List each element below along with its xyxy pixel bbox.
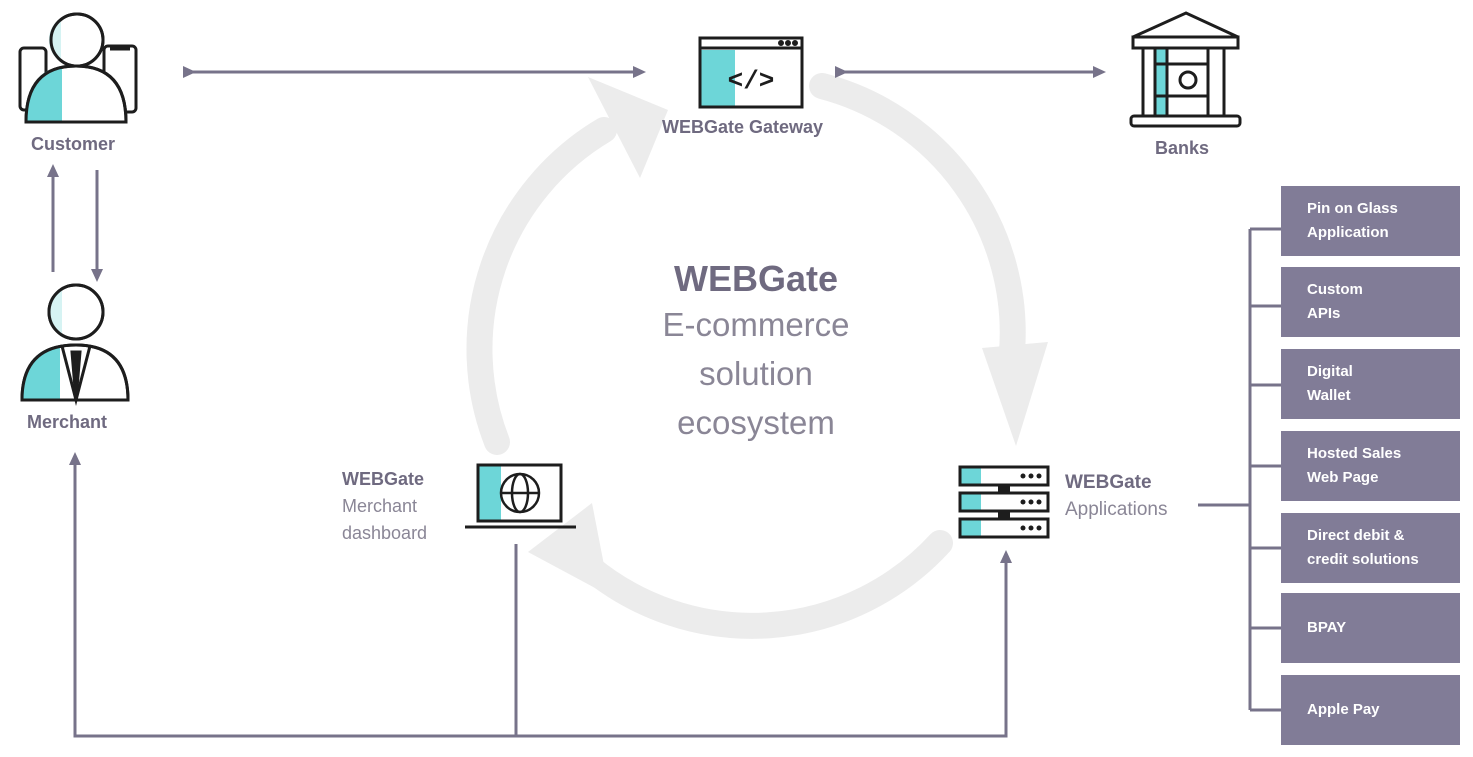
merchant-label: Merchant [27,412,108,432]
cycle-arrowheads [528,77,1048,596]
customer-devices-icon [18,12,138,124]
banks-label: Banks [1155,138,1210,158]
app-box-hosted-sales: Hosted Sales Web Page [1281,431,1460,501]
bank-building-icon [1129,11,1242,128]
center-title: WEBGate [673,258,839,299]
cycle-ring [466,73,1026,639]
laptop-globe-icon [465,463,576,529]
app-box-custom-apis: Custom APIs [1281,267,1460,337]
dashboard-label: WEBGate Merchant dashboard [342,466,427,547]
svg-text:</>: </> [728,66,775,96]
gateway-label: WEBGate Gateway [662,117,824,137]
app-box-apple-pay: Apple Pay [1281,675,1460,745]
dashboard-line2: dashboard [342,523,428,543]
center-text: WEBGate E-commerce solution ecosystem [606,258,906,447]
connectors [47,66,1281,738]
server-stack-icon [958,465,1050,539]
center-line-3: ecosystem [677,404,835,441]
merchant-person-icon [20,283,130,406]
applications-label: WEBGate Applications [1065,469,1167,523]
dashboard-line1: Merchant [342,496,418,516]
code-window-icon: </> [698,36,804,109]
app-box-digital-wallet: Digital Wallet [1281,349,1460,419]
center-line-1: E-commerce [662,306,850,343]
app-box-direct-debit: Direct debit & credit solutions [1281,513,1460,583]
customer-label: Customer [31,134,116,154]
applications-title: WEBGate [1065,472,1152,493]
app-box-bpay: BPAY [1281,593,1460,663]
center-line-2: solution [699,355,813,392]
app-box-pin-on-glass: Pin on Glass Application [1281,186,1460,256]
dashboard-title: WEBGate [342,469,425,489]
applications-subtitle: Applications [1065,499,1168,520]
